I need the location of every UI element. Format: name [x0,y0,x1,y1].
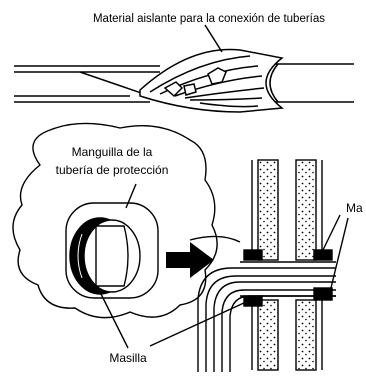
pipe-right-end [269,63,279,103]
insulation-label: Material aislante para la conexión de tu… [93,13,325,25]
sleeve-leader [125,183,137,209]
pipe-bend-middle [213,281,336,372]
callout-tail [189,235,241,243]
putty-flange-left-top [243,249,263,261]
pipe-bend-inner [229,295,336,372]
pipe-bend-outer [197,267,336,372]
sleeve-label-line2: tubería de protección [56,163,169,177]
wall-left-lower [257,299,279,371]
direction-arrow [166,242,214,278]
wall-left-upper [257,159,279,261]
insulation-leader [204,24,223,53]
masilla-leader-2 [149,301,247,347]
pipe-connection-illustration [14,24,354,113]
masilla-leader-1 [99,291,129,349]
pipe-taper [79,71,151,97]
putty-flange-right-bottom [313,287,333,301]
putty-flange-left-bottom [243,295,263,307]
sleeve-callout [12,122,241,349]
masilla-label-right: Ma [346,201,363,215]
masilla-right-leader-1 [321,214,341,253]
masilla-right-leader-2 [329,217,349,293]
masilla-label-left: Masilla [109,351,147,365]
wall-right-upper [295,159,317,261]
wall-cross-section [149,159,349,372]
wall-right-lower [295,299,317,371]
sleeve-label-line1: Manguilla de la [72,145,153,159]
